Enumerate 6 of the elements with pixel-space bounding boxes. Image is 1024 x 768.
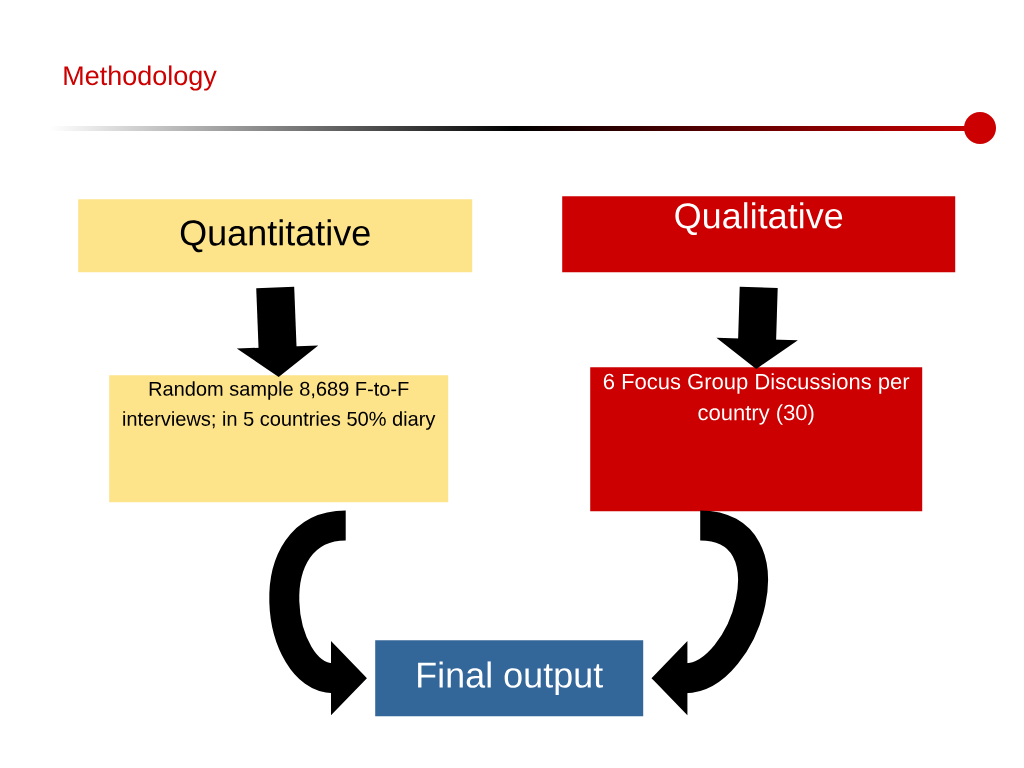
slide-title: Methodology xyxy=(64,65,217,91)
text-box: Random sample 8,689 F-to-F interviews; in 5 countries 50% diary xyxy=(109,375,449,503)
output-box: Final output xyxy=(375,640,644,717)
header-box: Quantitative xyxy=(78,199,473,273)
text-box: 6 Focus Group Discussions per country (30) xyxy=(590,367,923,512)
header-box: Qualitative xyxy=(562,196,956,273)
